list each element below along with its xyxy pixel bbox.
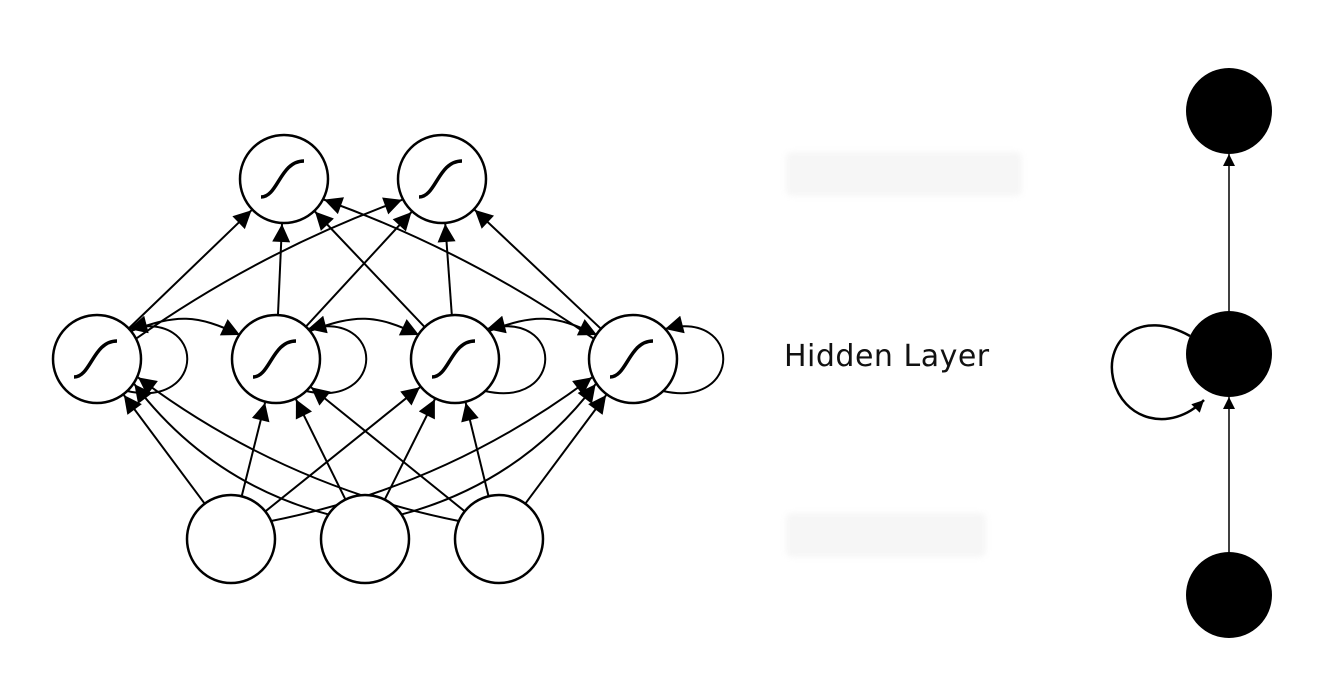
hidden-node-2 <box>230 313 322 405</box>
edge-h-4-out-1 <box>323 197 595 340</box>
recurrent-h-3-to-h-4 <box>488 317 598 336</box>
self-loop-h-2 <box>305 315 368 394</box>
self-loop-h-3 <box>484 315 547 394</box>
edge-h-2-out-1 <box>272 223 291 316</box>
edge-in-1-h-1 <box>123 394 206 505</box>
edge-h-2-out-2 <box>305 211 413 328</box>
hidden-node-4 <box>587 313 679 405</box>
hidden-layer-label: Hidden Layer <box>784 339 990 374</box>
output-node <box>1186 68 1272 154</box>
recurrent-edges <box>126 315 725 394</box>
edge-in-1-h-4 <box>270 376 593 522</box>
redacted-input-label <box>786 513 986 557</box>
edge-h-1-out-2 <box>135 197 403 340</box>
redacted-output-label <box>786 152 1022 196</box>
edge-h-3-out-2 <box>437 223 456 316</box>
self-loop-h-4 <box>662 315 725 394</box>
edge-in-2-h-4 <box>401 383 597 516</box>
recurrent-h-2-to-h-3 <box>309 317 420 336</box>
folded-network <box>1110 68 1272 638</box>
hidden-node-3 <box>409 313 501 405</box>
hidden-self-loop <box>1110 324 1205 421</box>
self-loop-h-1 <box>126 315 189 394</box>
input-node-1 <box>185 493 277 585</box>
edge-in-2-h-3 <box>383 398 436 501</box>
hidden-node <box>1186 311 1272 397</box>
edge-h-3-out-1 <box>314 210 426 328</box>
input-node <box>1186 552 1272 638</box>
sigmoid-icon <box>609 339 654 379</box>
edge-h-4-out-2 <box>474 209 602 330</box>
sigmoid-icon <box>252 339 297 379</box>
sigmoid-icon <box>260 159 305 199</box>
edge-in-2-h-1 <box>133 383 329 516</box>
edge-in-2-h-2 <box>295 398 347 501</box>
hidden-to-output-edges <box>128 197 602 340</box>
hidden-node-1 <box>51 313 143 405</box>
sigmoid-icon <box>418 159 463 199</box>
input-node-2 <box>319 493 411 585</box>
edge-in-3-h-2 <box>310 386 466 513</box>
edge-in-3-h-4 <box>524 394 607 505</box>
edge-in-1-h-3 <box>264 386 421 513</box>
input-node-3 <box>453 493 545 585</box>
edge-h-1-out-1 <box>128 209 253 330</box>
output-node-1 <box>238 133 330 225</box>
edge-in-3-h-3 <box>461 402 490 497</box>
input-to-hidden-edges <box>123 376 607 522</box>
sigmoid-icon <box>431 339 476 379</box>
sigmoid-icon <box>73 339 118 379</box>
edge-in-3-h-1 <box>137 376 460 522</box>
output-node-2 <box>396 133 488 225</box>
recurrent-h-1-to-h-2 <box>130 317 241 336</box>
